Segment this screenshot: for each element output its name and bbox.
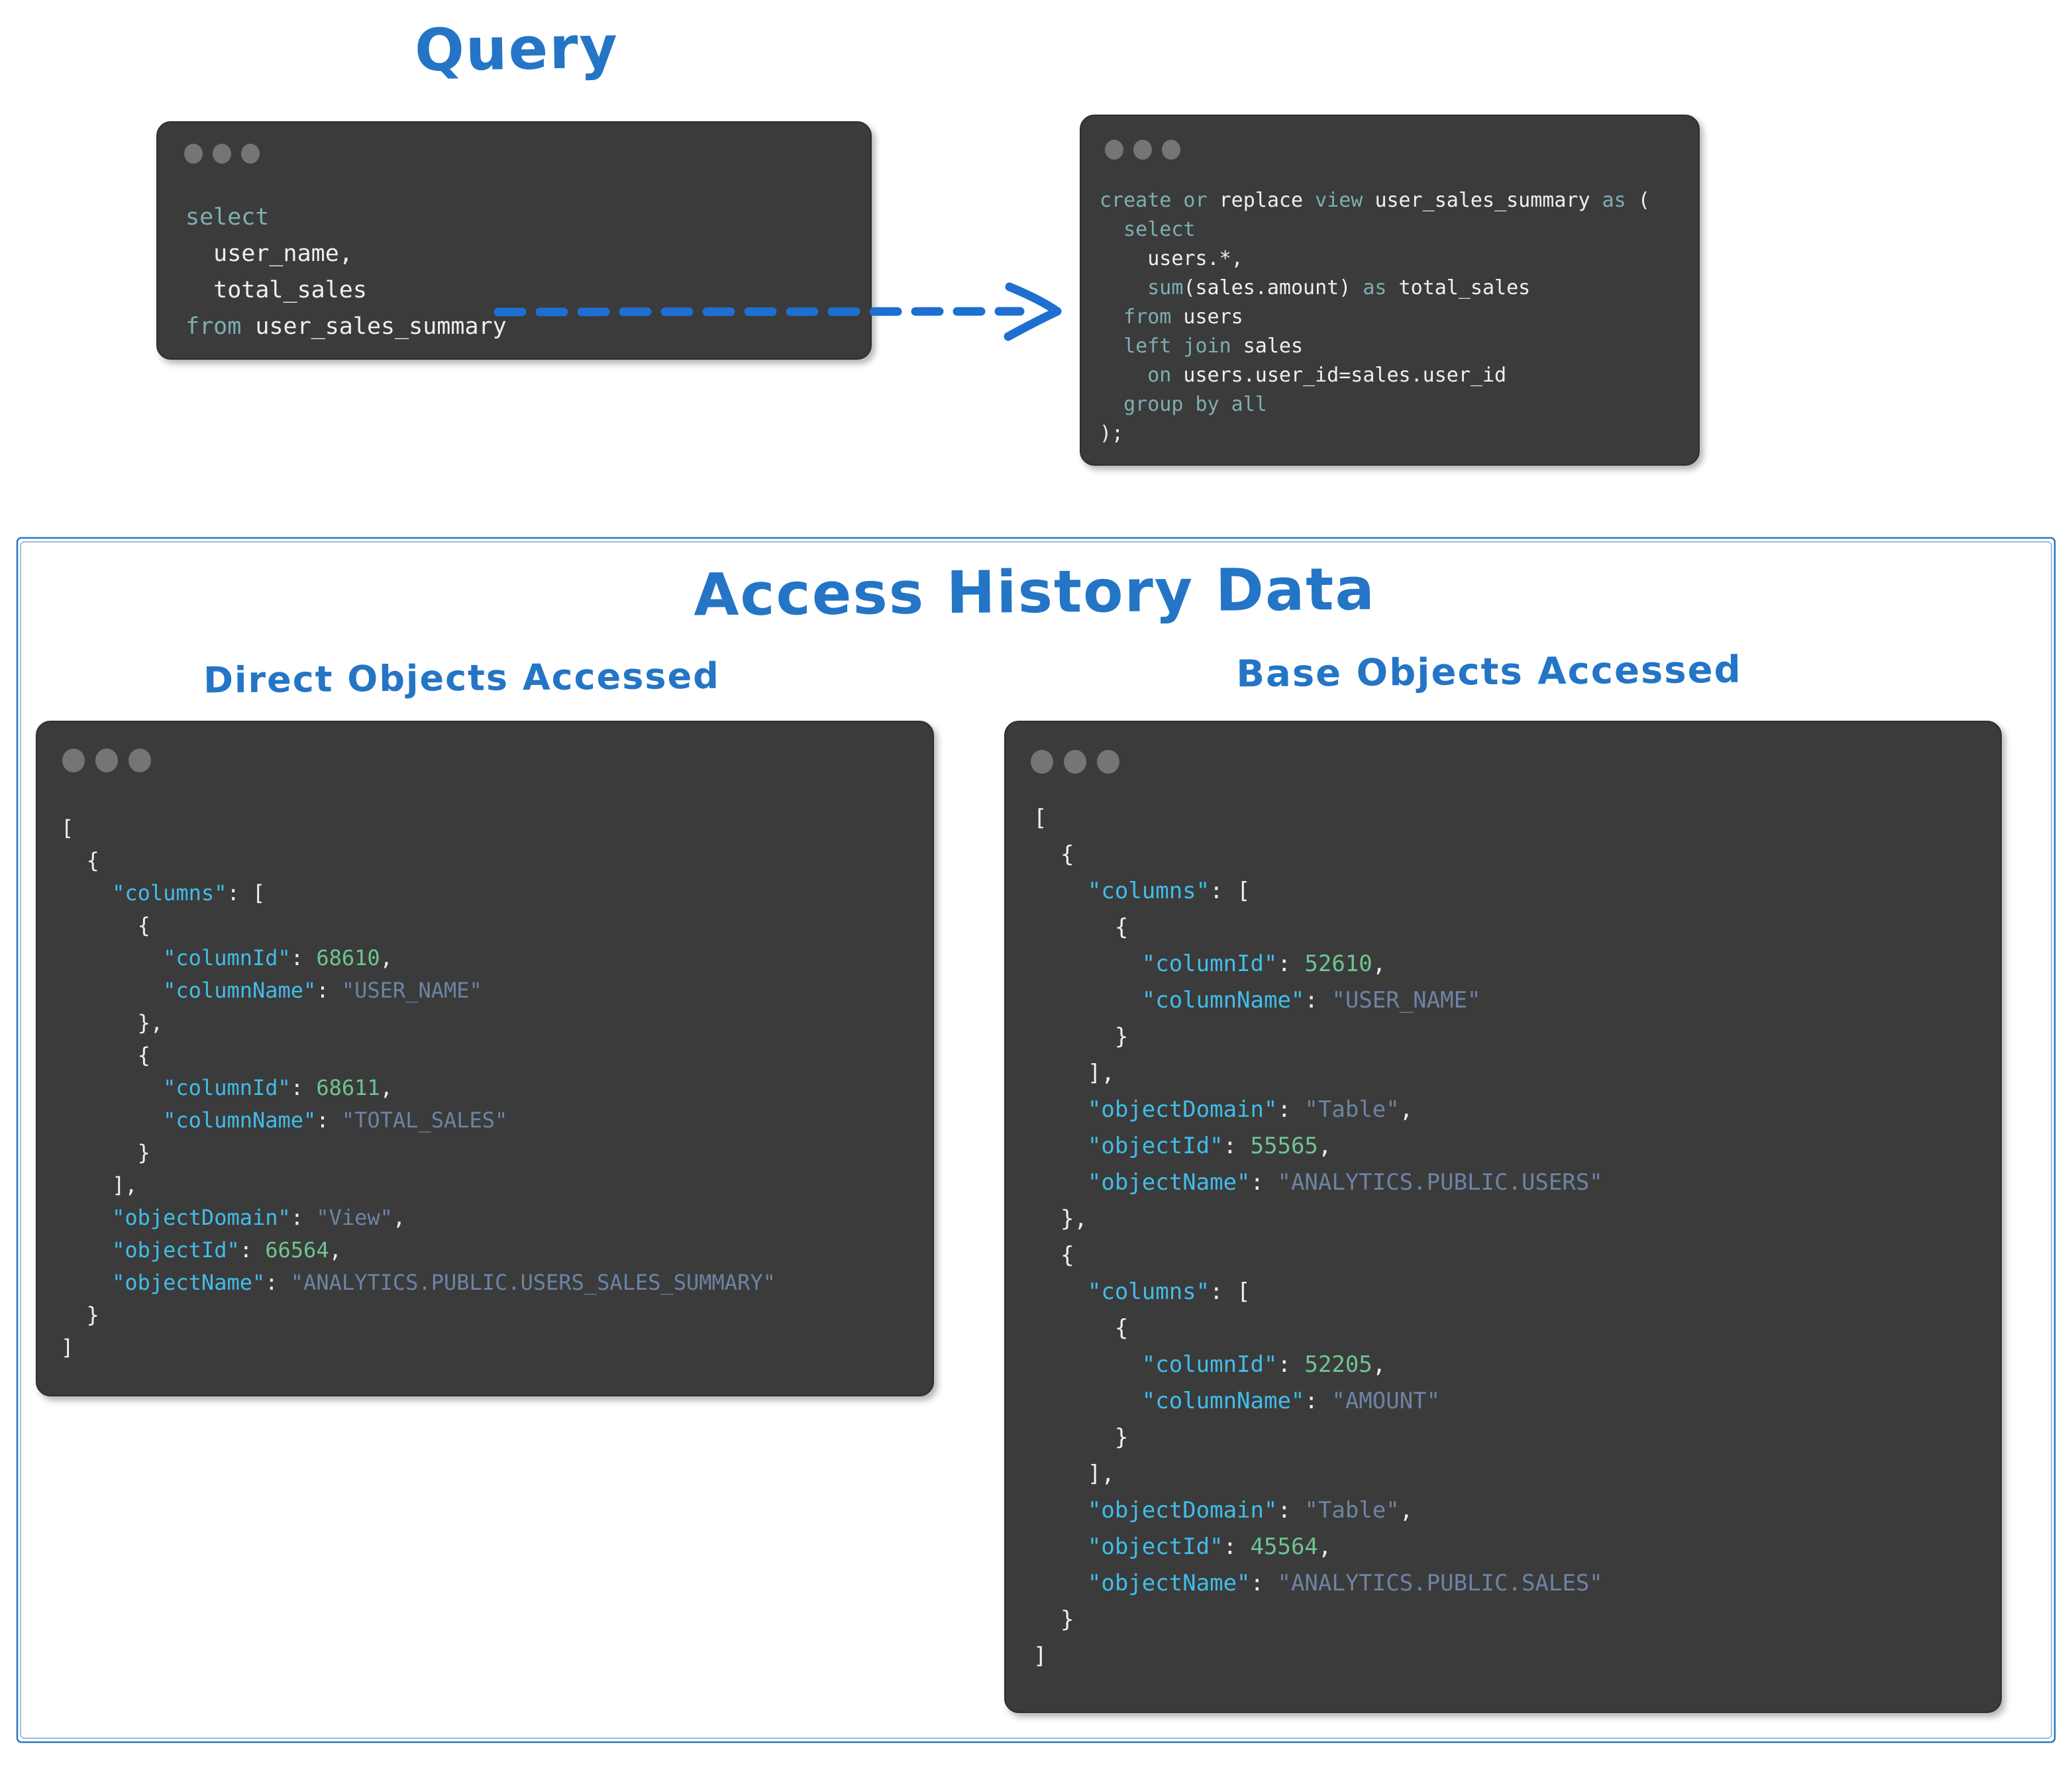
traffic-light-dot-icon	[1133, 140, 1152, 160]
traffic-light-dot-icon	[241, 144, 260, 164]
traffic-light-dot-icon	[1064, 750, 1086, 774]
traffic-light-dot-icon	[184, 144, 203, 164]
traffic-light-dot-icon	[1105, 140, 1123, 160]
query-title: Query	[414, 13, 619, 85]
base-objects-window: [ { "columns": [ { "columnId": 52610, "c…	[1004, 721, 2002, 1713]
base-objects-label: Base Objects Accessed	[1236, 648, 1742, 696]
create-view-code: create or replace view user_sales_summar…	[1100, 189, 1650, 445]
direct-objects-window: [ { "columns": [ { "columnId": 68610, "c…	[36, 721, 934, 1396]
window-titlebar	[1105, 140, 1190, 160]
window-titlebar	[1031, 750, 1130, 774]
traffic-light-dot-icon	[1162, 140, 1180, 160]
create-view-window: create or replace view user_sales_summar…	[1080, 115, 1700, 466]
direct-objects-label: Direct Objects Accessed	[203, 654, 721, 702]
base-objects-json-code: [ { "columns": [ { "columnId": 52610, "c…	[1033, 805, 1603, 1669]
direct-objects-json-code: [ { "columns": [ { "columnId": 68610, "c…	[61, 815, 776, 1360]
window-titlebar	[62, 749, 162, 772]
traffic-light-dot-icon	[129, 749, 151, 772]
window-titlebar	[184, 144, 270, 164]
traffic-light-dot-icon	[95, 749, 118, 772]
traffic-light-dot-icon	[213, 144, 231, 164]
traffic-light-dot-icon	[62, 749, 85, 772]
access-history-title: Access History Data	[693, 554, 1376, 629]
traffic-light-dot-icon	[1097, 750, 1119, 774]
traffic-light-dot-icon	[1031, 750, 1053, 774]
